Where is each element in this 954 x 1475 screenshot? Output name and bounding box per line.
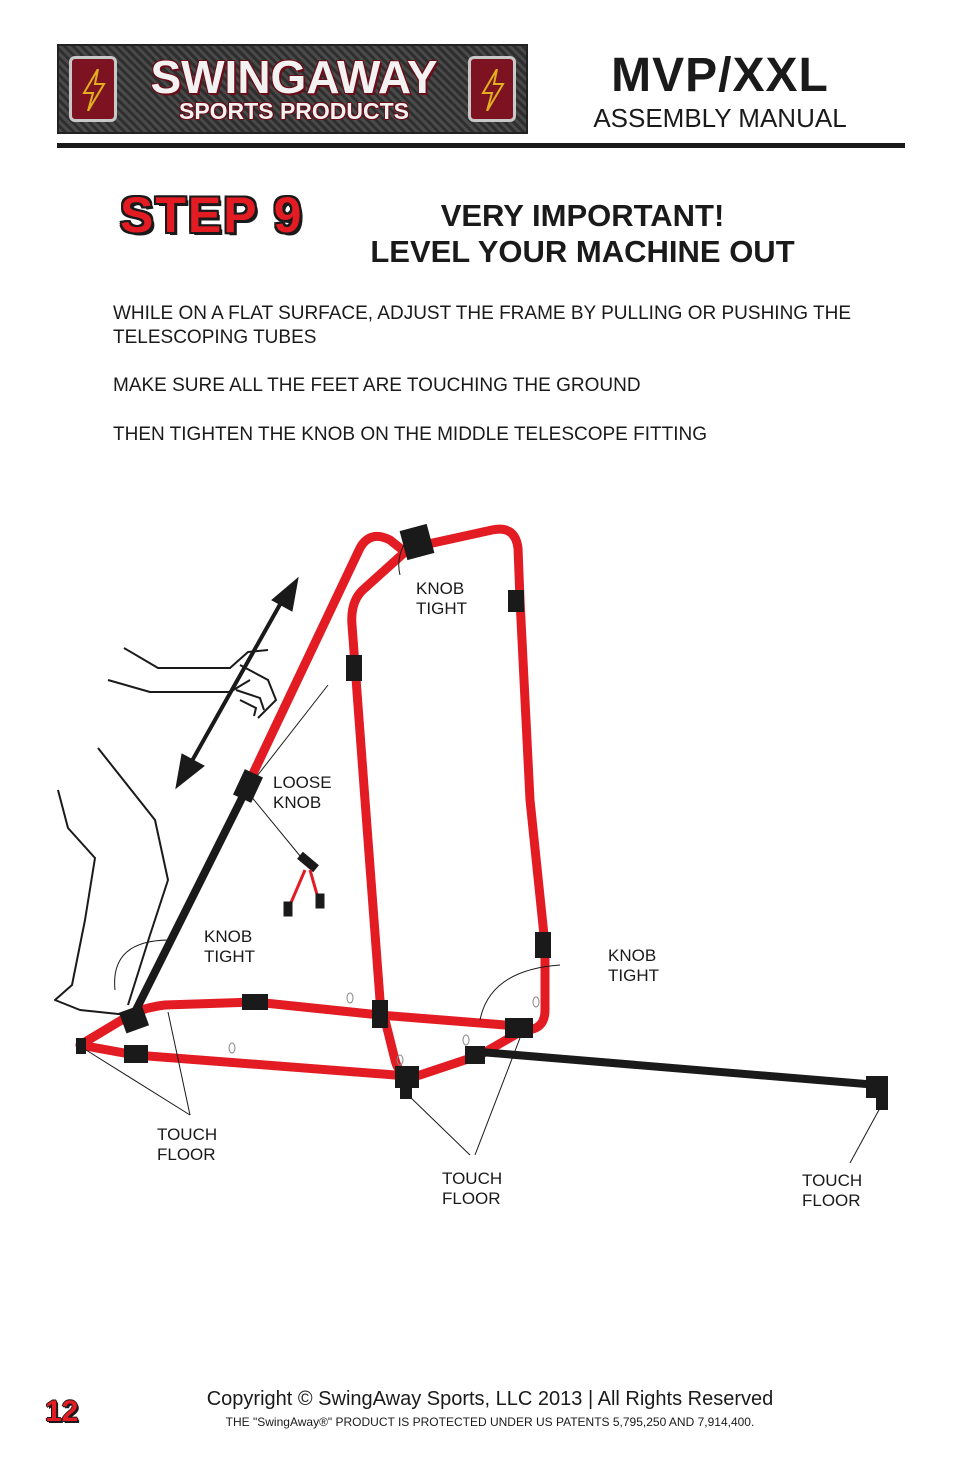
patent-notice: THE "SwingAway®" PRODUCT IS PROTECTED UN… [225,1415,755,1429]
step-heading: VERY IMPORTANT! LEVEL YOUR MACHINE OUT [330,198,835,270]
step-heading-line2: LEVEL YOUR MACHINE OUT [370,234,795,269]
brand-title: SWINGAWAY [150,51,438,103]
label-knob-tight-top: KNOB TIGHT [416,579,467,618]
telescoping-tube [128,778,882,1089]
lightning-bolt-icon [468,56,516,122]
header-divider [57,143,905,148]
instruction-3: THEN TIGHTEN THE KNOB ON THE MIDDLE TELE… [113,424,708,445]
label-knob-tight-right: KNOB TIGHT [608,946,659,985]
label-touch-floor-middle: TOUCH FLOOR [442,1169,503,1208]
brand-logo: SWINGAWAY SPORTS PRODUCTS [57,44,528,134]
label-knob-tight-left: KNOB TIGHT [204,927,255,966]
push-pull-arrow [175,576,299,790]
document-type: ASSEMBLY MANUAL [593,103,847,133]
label-loose-knob: LOOSE KNOB [273,773,332,812]
label-touch-floor-right: TOUCH FLOOR [802,1171,863,1210]
step-heading-line1: VERY IMPORTANT! [440,198,725,233]
loose-knob-detail [249,684,329,917]
leader-lines [85,534,881,1164]
copyright-text: Copyright © SwingAway Sports, LLC 2013 |… [206,1388,774,1410]
step-label: STEP 9 [120,187,304,243]
lightning-bolt-icon [69,56,117,122]
model-name: MVP/XXL [611,49,829,102]
instruction-2: MAKE SURE ALL THE FEET ARE TOUCHING THE … [113,375,641,396]
label-touch-floor-left: TOUCH FLOOR [157,1125,218,1164]
fittings [76,523,888,1110]
instruction-1: WHILE ON A FLAT SURFACE, ADJUST THE FRAM… [113,303,852,348]
hand-outline [235,664,278,719]
brand-subtitle: SPORTS PRODUCTS [178,98,410,124]
page-number: 12 [45,1395,79,1428]
bolts [228,992,540,1066]
